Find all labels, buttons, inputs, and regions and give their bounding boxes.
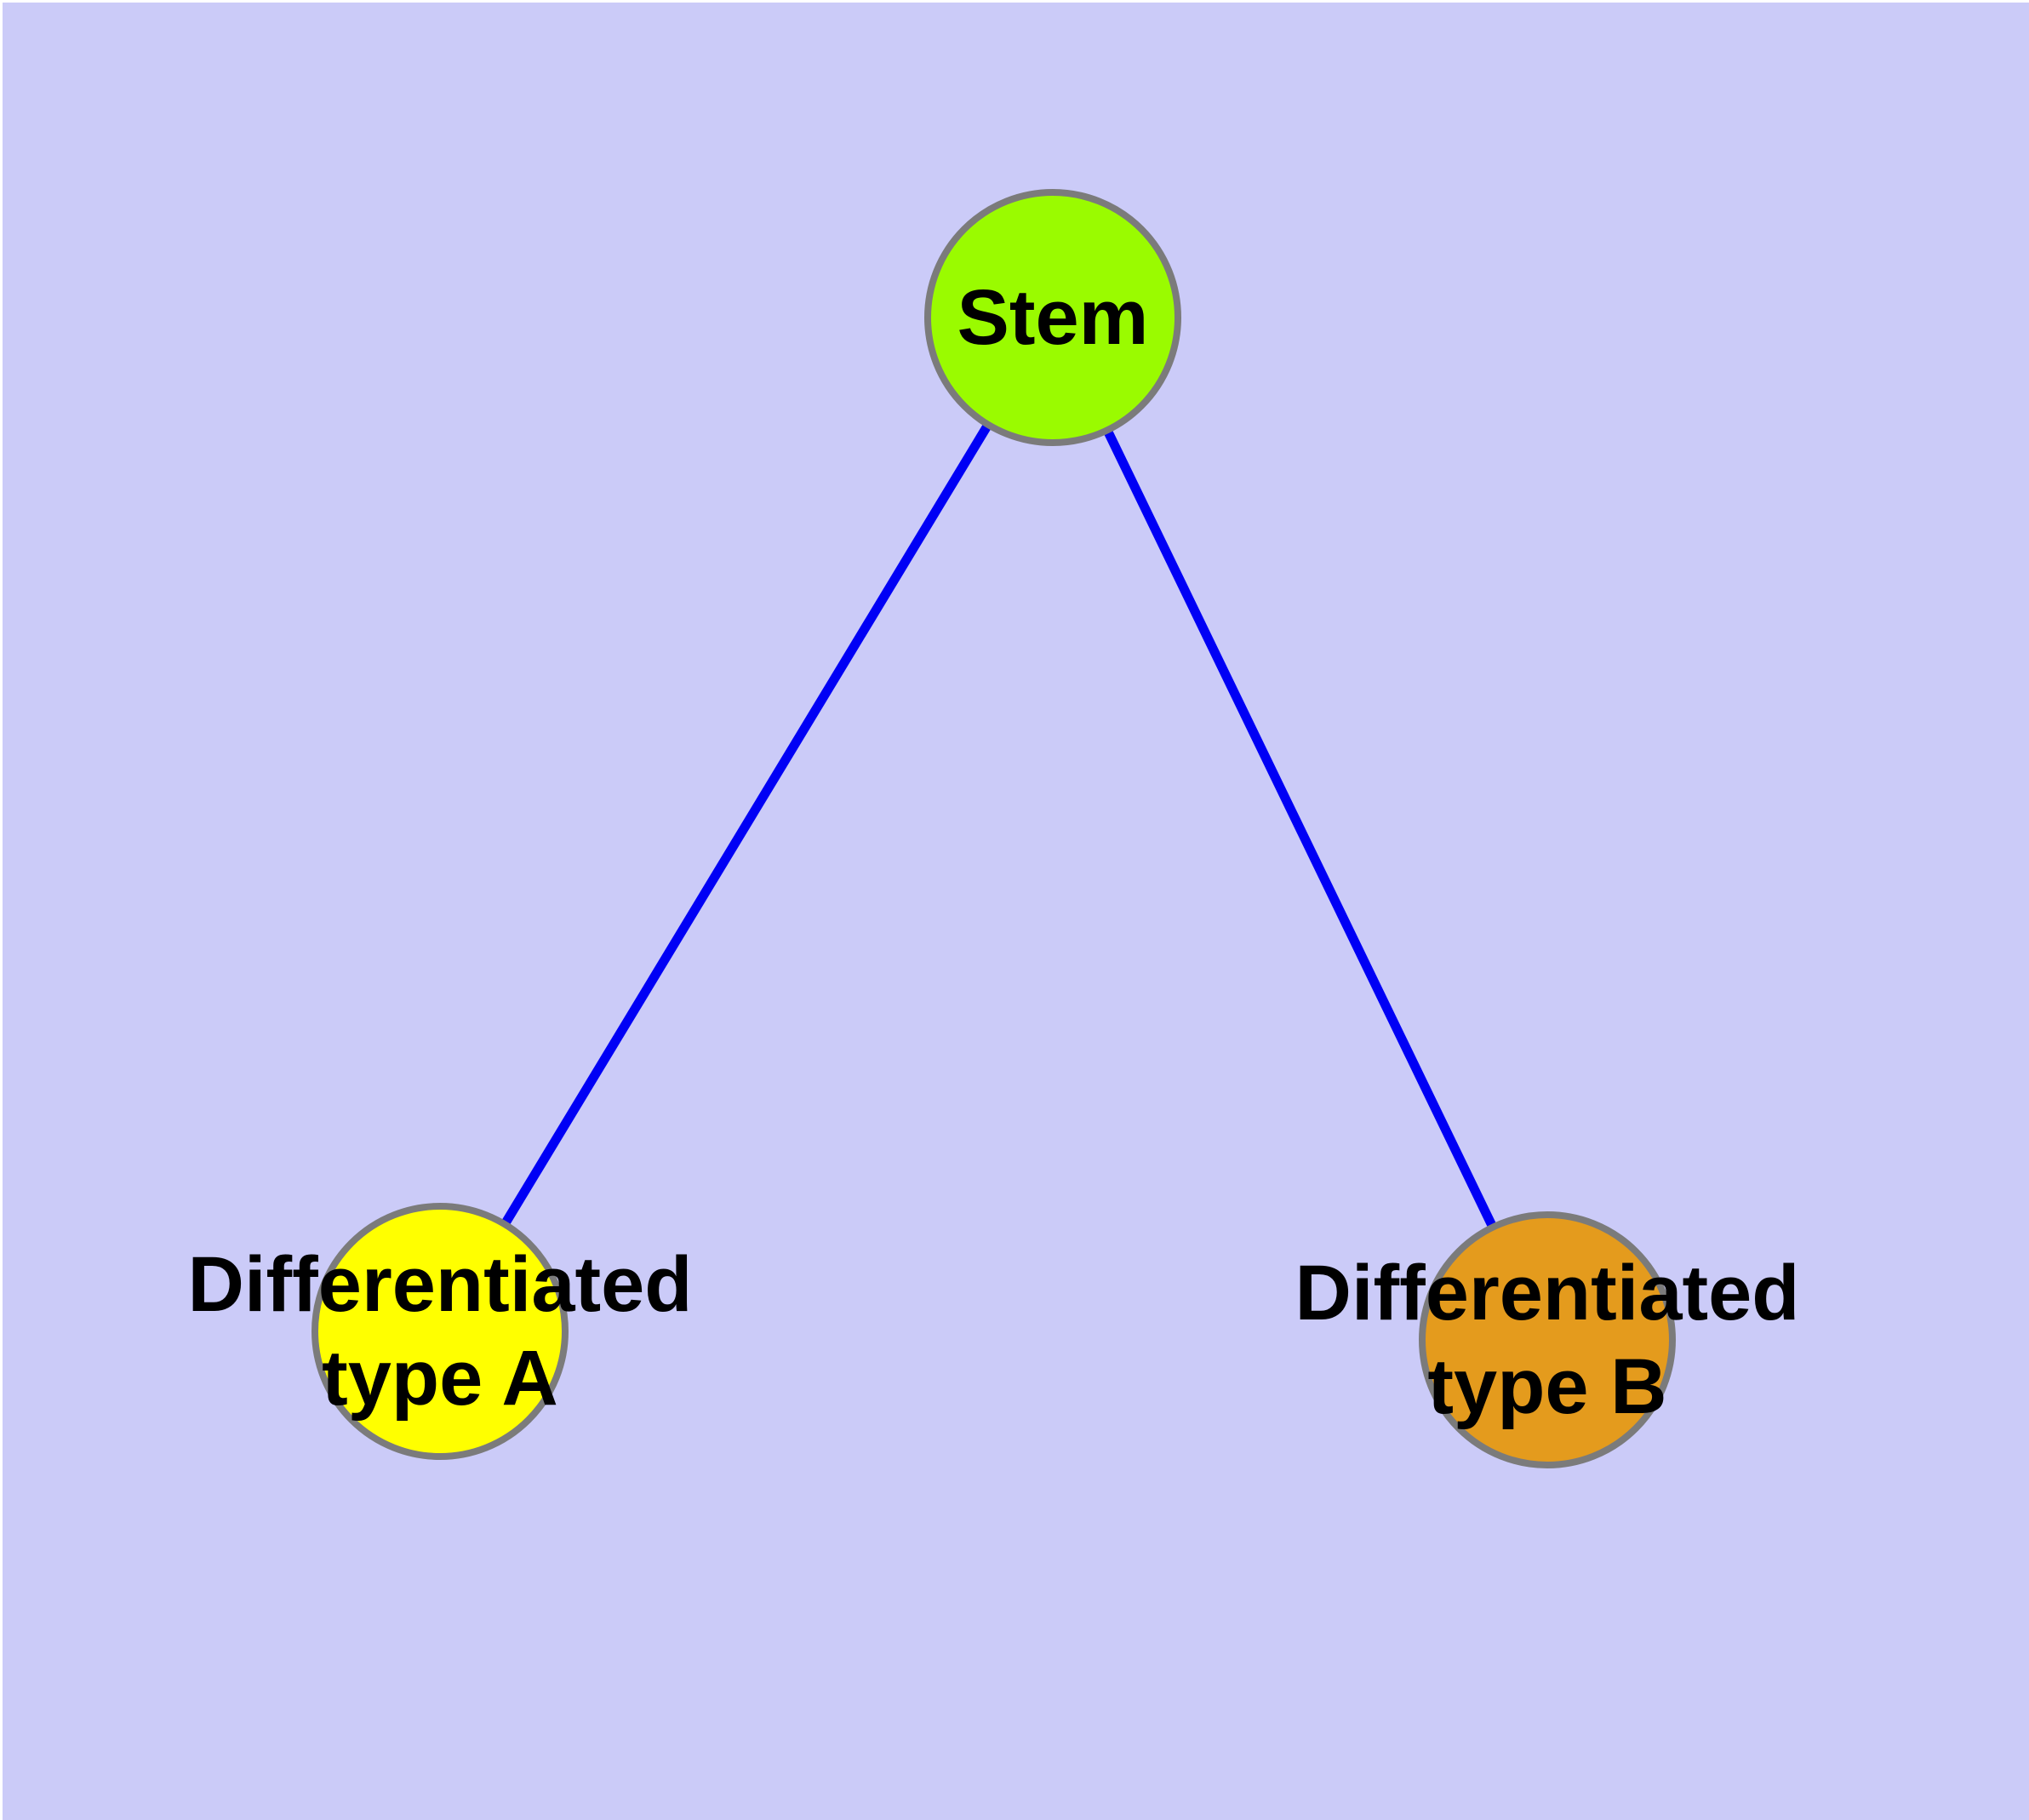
edge-stem-to-type-b <box>1049 315 1552 1342</box>
node-differentiated-type-b <box>1419 1211 1676 1468</box>
node-stem <box>924 189 1181 446</box>
edge-stem-to-type-a <box>436 315 1057 1334</box>
node-differentiated-type-a <box>311 1203 569 1460</box>
